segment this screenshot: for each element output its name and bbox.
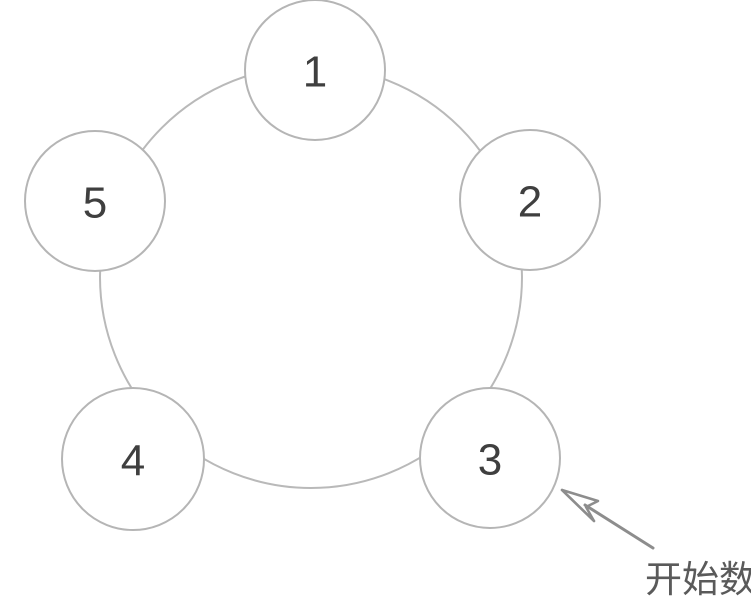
- node-group-1[interactable]: 1: [244, 0, 386, 141]
- node-circle-3[interactable]: [419, 387, 561, 529]
- node-circle-5[interactable]: [24, 130, 166, 272]
- arrow-shaft: [583, 503, 655, 550]
- node-group-2[interactable]: 2: [459, 129, 601, 271]
- node-label-5: 5: [83, 179, 107, 228]
- annotation-label: 开始数: [645, 558, 751, 601]
- node-label-2: 2: [518, 178, 542, 227]
- node-circle-1[interactable]: [244, 0, 386, 141]
- arrow-head-inner-line: [560, 488, 596, 523]
- node-label-3: 3: [478, 436, 502, 485]
- annotation-arrow: [560, 488, 655, 550]
- node-circle-2[interactable]: [459, 129, 601, 271]
- node-group-3[interactable]: 3: [419, 387, 561, 529]
- node-label-1: 1: [303, 48, 327, 97]
- node-group-5[interactable]: 5: [24, 130, 166, 272]
- node-label-4: 4: [121, 437, 145, 486]
- node-group-4[interactable]: 4: [61, 387, 205, 531]
- node-circle-4[interactable]: [61, 387, 205, 531]
